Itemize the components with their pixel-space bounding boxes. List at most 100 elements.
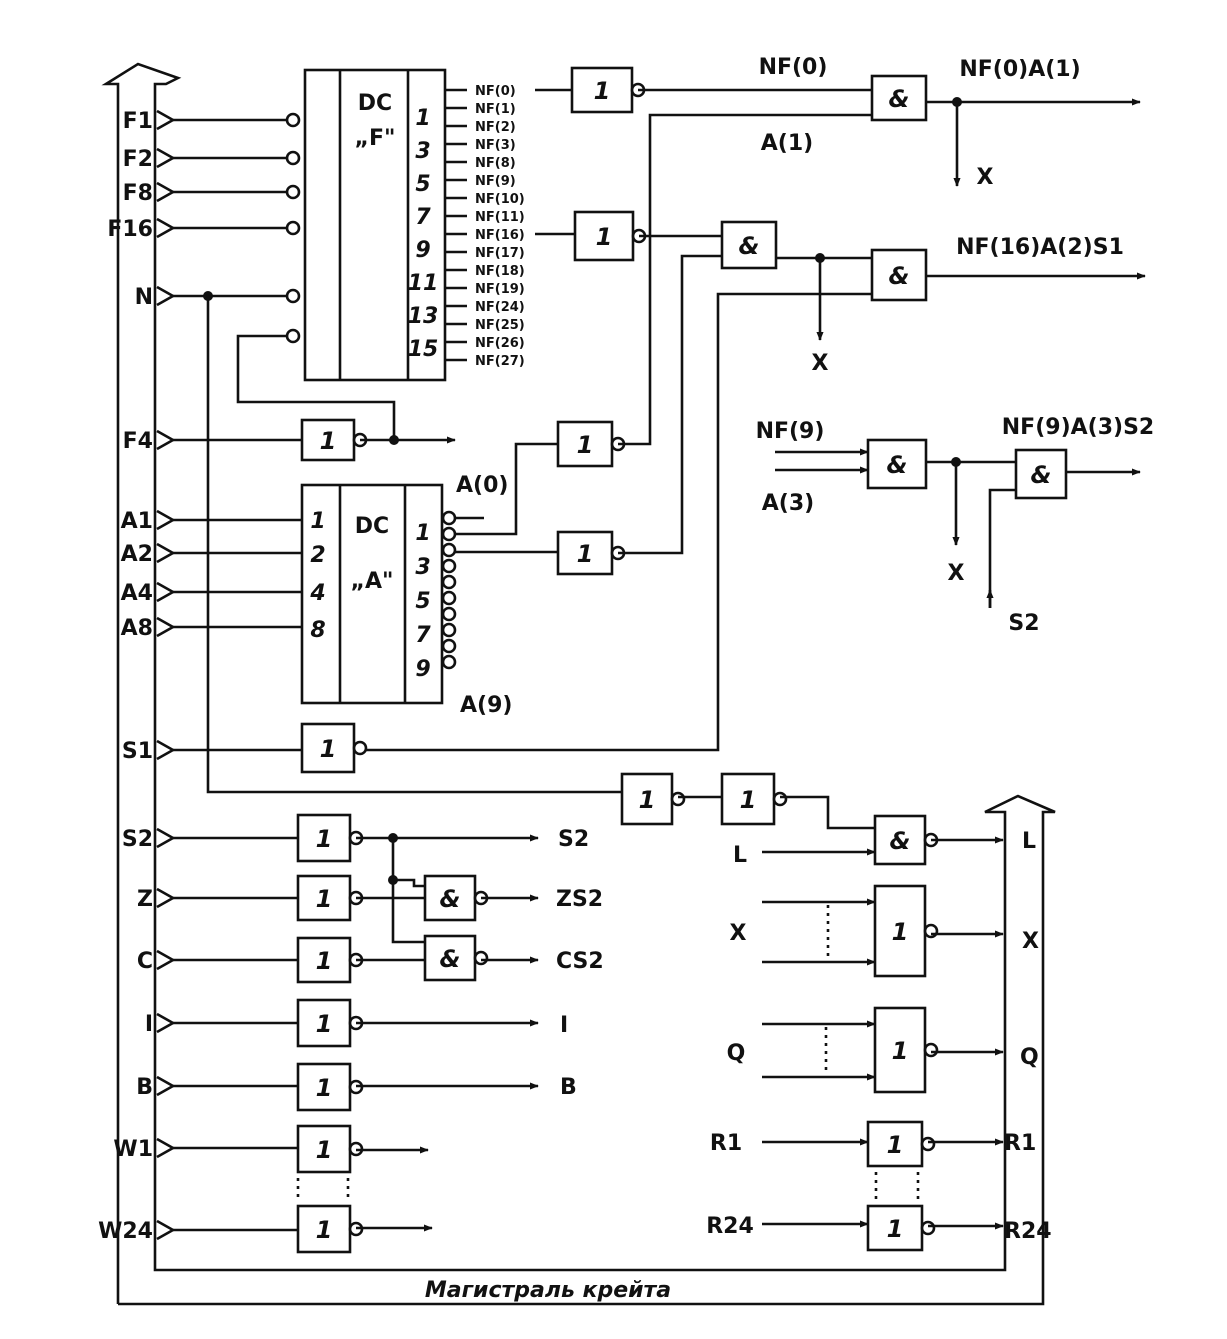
bus-label-f4: F4 [123,429,153,454]
not-gate-w24-symbol: 1 [316,1216,333,1244]
decoder-f-pin: 11 [408,271,439,296]
wire-a2-out [618,254,722,555]
label-l-in: L [733,843,747,868]
bus-label-a2: A2 [121,542,153,567]
decoder-a-output-bubble [441,510,457,526]
label-x-bus: X [1022,929,1039,954]
decoder-f-title: DC [358,91,392,116]
not-gate-z-symbol: 1 [316,885,333,913]
wire-f4-enable [236,334,396,440]
bus-tap-a4 [156,581,176,603]
not-gate-z [296,874,352,922]
decoder-f-output-label: NF(18) [475,264,525,279]
bus-label-f2: F2 [123,147,153,172]
not-gate-i-symbol: 1 [316,1010,333,1038]
and-gate-nf9a3-symbol: & [887,451,908,479]
not-gate-w1 [296,1124,352,1174]
and-gate-nf9a3 [866,438,928,490]
bus-label-a4: A4 [121,581,153,606]
decoder-f-output-label: NF(26) [475,336,525,351]
bus-tap-n [156,285,176,307]
not-gate-n1 [620,772,674,826]
bus-label-f8: F8 [123,181,153,206]
and-gate-s2 [1014,448,1068,500]
not-gate-r1-output-bubble [920,1136,936,1152]
bus-tap-w1 [156,1137,176,1159]
not-gate-f4-symbol: 1 [320,427,337,455]
and-gate-zs2-symbol: & [440,885,461,913]
decoder-f-pin: 9 [415,238,430,263]
bus-label-a1: A1 [121,509,153,534]
label-r24-in: R24 [706,1214,754,1239]
wire-a1-out [618,113,872,446]
decoder-a-output-bubble [441,606,457,622]
decoder-f-output-label: NF(27) [475,354,525,369]
not-gate-a1-symbol: 1 [577,431,594,459]
decoder-f-input-bubble [285,220,301,236]
bus-tap-c [156,949,176,971]
decoder-f-output-label: NF(10) [475,192,525,207]
decoder-a-label-a0: A(0) [456,473,508,498]
and-gate-l-symbol: & [890,827,911,855]
not-gate-nf16-symbol: 1 [596,223,613,251]
decoder-f-output-label: NF(9) [475,174,516,189]
decoder-a-subtitle: „A" [351,569,394,594]
decoder-a-output-bubble [441,654,457,670]
label-s2-out: S2 [558,827,589,852]
label-x-1: X [977,165,994,190]
and-gate-cs2-output-bubble [473,950,489,966]
wire-s2-in [988,488,1016,608]
bus-label-f16: F16 [107,217,153,242]
not-gate-a2-symbol: 1 [577,540,594,568]
decoder-f-output-label: NF(16) [475,228,525,243]
bus-tap-f8 [156,181,176,203]
label-x-in: X [730,921,747,946]
decoder-a-input-pin: 2 [310,543,325,568]
decoder-a-title: DC [355,514,389,539]
bus-tap-s1 [156,739,176,761]
label-r24-bus: R24 [1004,1219,1052,1244]
decoder-f-pin: 15 [408,337,439,362]
label-r1-in: R1 [710,1131,742,1156]
not-gate-b-symbol: 1 [316,1074,333,1102]
not-gate-nf0 [570,66,634,114]
bus-tap-z [156,887,176,909]
and-gate-s1 [870,248,928,302]
not-gate-n2-symbol: 1 [740,786,757,814]
decoder-f-output-label: NF(0) [475,84,516,99]
bus-label-s2: S2 [122,827,153,852]
decoder-f-pin: 3 [415,139,430,164]
crate-bus-outline [101,62,1056,1306]
decoder-f-subtitle: „F" [355,126,396,151]
bus-tap-f2 [156,147,176,169]
label-i: I [560,1013,568,1038]
and-gate-s1-symbol: & [889,262,910,290]
decoder-a-pin: 7 [415,623,431,648]
and-gate-s2-symbol: & [1031,461,1052,489]
decoder-a-output-bubble [441,526,457,542]
decoder-a-output-bubble [441,622,457,638]
not-gate-n1-output-bubble [670,791,686,807]
decoder-a [300,483,444,705]
not-gate-s1-symbol: 1 [320,735,337,763]
not-gate-nf16 [573,210,635,262]
and-gate-nf0a1-symbol: & [889,85,910,113]
label-s2-in: S2 [1008,611,1039,636]
bus-label-w24: W24 [98,1219,153,1244]
bus-label-b: B [136,1075,153,1100]
not-gate-r1-symbol: 1 [887,1131,904,1159]
and-gate-cs2-symbol: & [440,945,461,973]
label-x-2: X [812,351,829,376]
bus-label-i: I [145,1012,153,1037]
bus-tap-i [156,1012,176,1034]
decoder-f-input-bubble [285,150,301,166]
decoder-f-input-bubble [285,112,301,128]
bus-tap-s2 [156,827,176,849]
bus-tap-w24 [156,1219,176,1241]
label-nf9: NF(9) [756,419,825,444]
decoder-f-output-label: NF(25) [475,318,525,333]
bus-label-s1: S1 [122,739,153,764]
label-out-nf0a1: NF(0)A(1) [959,57,1080,82]
label-cs2: CS2 [556,949,604,974]
not-gate-c [296,936,352,984]
